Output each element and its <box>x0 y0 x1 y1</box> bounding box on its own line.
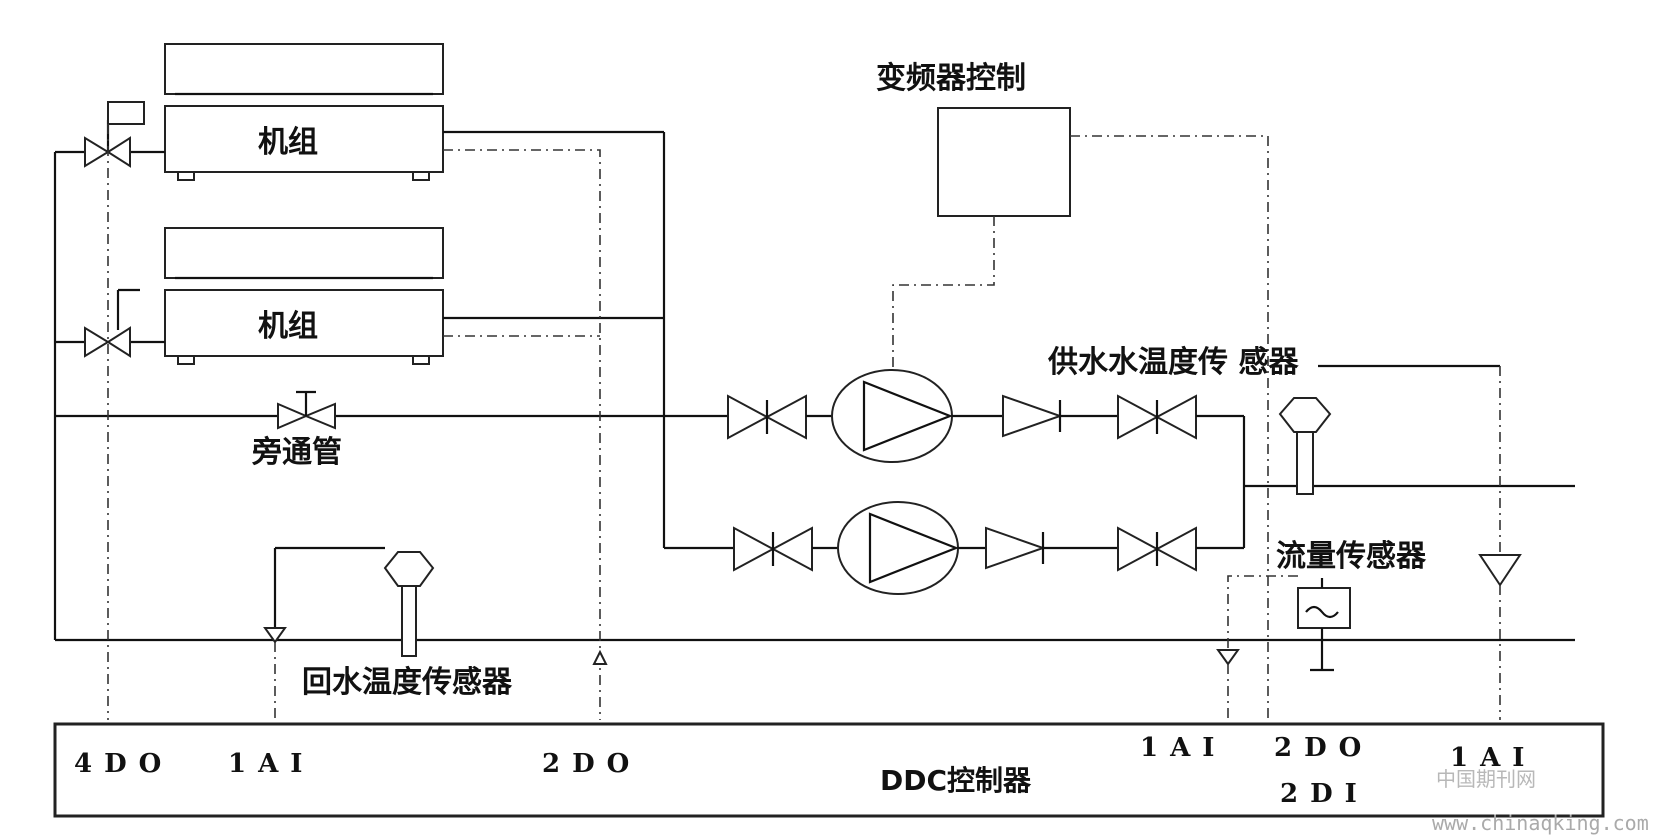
watermark-url: www.chinaqking.com <box>1432 811 1649 835</box>
do-arrow <box>592 649 608 665</box>
io-2do-right: 2DO <box>1274 733 1373 763</box>
io-1ai-left: 1AI <box>228 749 314 779</box>
bypass-label: 旁通管 <box>251 435 342 470</box>
watermark-cn: 中国期刊网 <box>1436 767 1536 791</box>
return-temp-sensor-label: 回水温度传感器 <box>302 665 513 700</box>
motorized-valve-1 <box>84 101 145 168</box>
unit-outlet-piping <box>443 130 734 720</box>
motorized-valve-2 <box>84 288 140 358</box>
chiller-unit-2: 机组 <box>164 227 444 365</box>
ddc-controller: 4DO 1AI 2DO 1AI 2DO 2DI 1AI DDC控制器 <box>53 722 1605 818</box>
chiller-unit-1: 机组 <box>164 43 444 181</box>
vfd-control: 变频器控制 <box>876 61 1269 720</box>
supply-temp-sensor-label: 供水水温度传 感器 <box>1047 345 1299 380</box>
left-piping <box>53 150 1575 642</box>
io-2do-mid: 2DO <box>542 749 641 779</box>
io-4do: 4DO <box>74 749 173 779</box>
supply-temp-sensor: 供水水温度传 感器 <box>1047 345 1522 720</box>
ddc-label: DDC控制器 <box>880 764 1032 797</box>
flow-sensor-label: 流量传感器 <box>1276 539 1427 574</box>
pump-branch-2 <box>733 416 1575 595</box>
bypass-valve: 旁通管 <box>251 390 342 470</box>
return-temp-sensor: 回水温度传感器 <box>263 546 513 720</box>
unit-2-label: 机组 <box>258 309 318 344</box>
vfd-label: 变频器控制 <box>876 61 1026 96</box>
unit-1-label: 机组 <box>258 125 318 160</box>
io-2di: 2DI <box>1280 779 1369 809</box>
flow-sensor: 流量传感器 <box>1216 539 1427 720</box>
io-1ai-right: 1AI <box>1140 733 1226 763</box>
io-1ai-far: 1AI <box>1450 743 1536 773</box>
pump-branch-1 <box>727 369 1244 463</box>
